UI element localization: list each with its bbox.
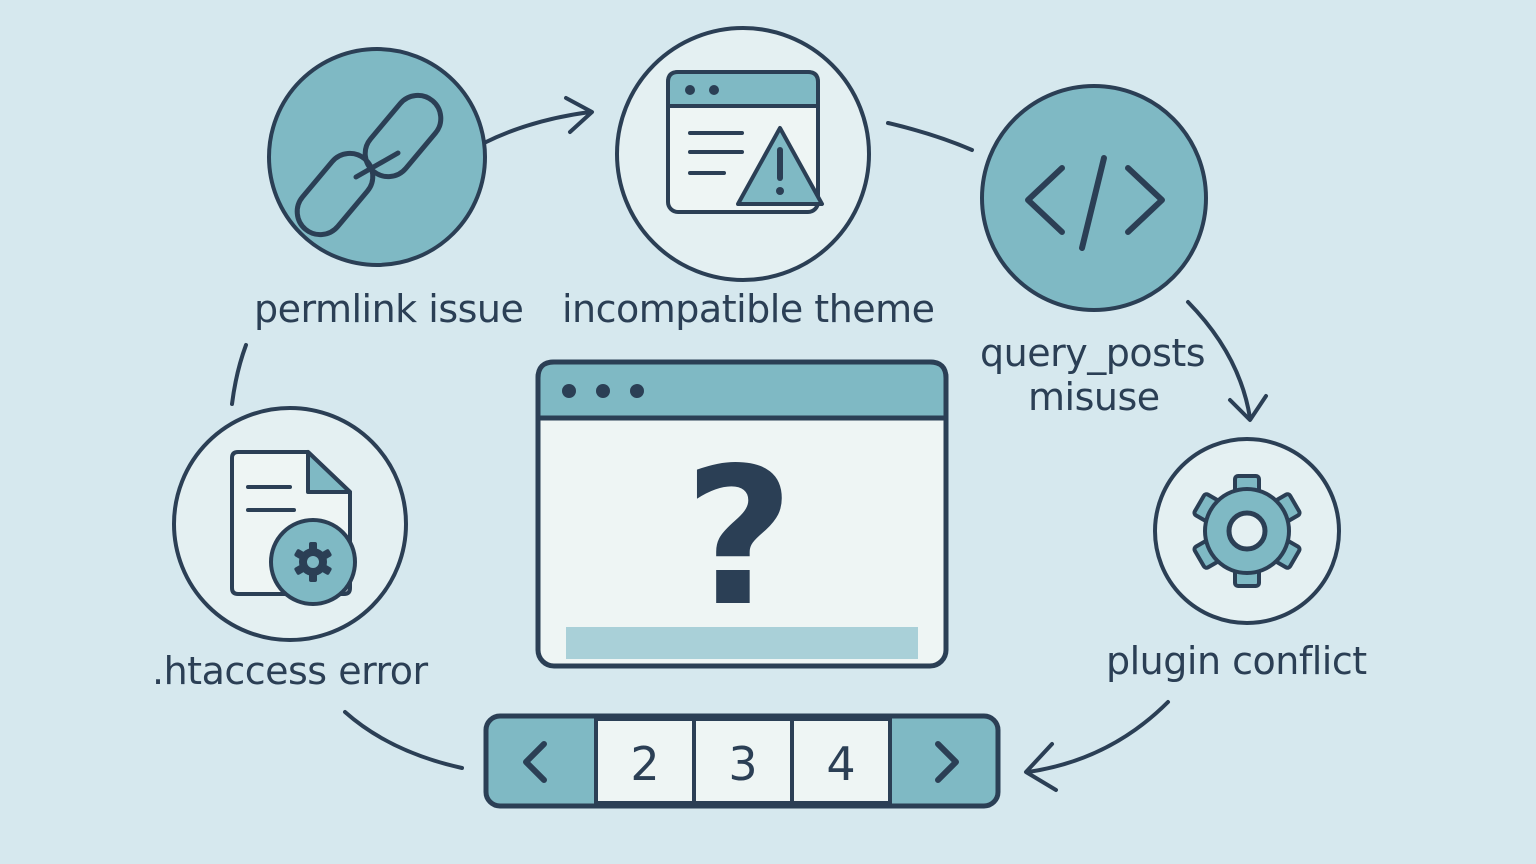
- node-permalink: [267, 47, 487, 267]
- connector-theme-to-query: [886, 121, 974, 152]
- window-dot-icon: [630, 384, 644, 398]
- window-footer-bar: [566, 627, 918, 659]
- arrowhead-plugin-to-pagination: [1024, 742, 1058, 792]
- link-icon: [294, 92, 444, 238]
- window-dot-icon: [596, 384, 610, 398]
- connector-htaccess-to-permalink: [230, 343, 248, 406]
- node-htaccess: [172, 406, 408, 642]
- label-permalink-issue: permlink issue: [254, 287, 524, 331]
- pagination: 2 3 4: [483, 713, 1001, 809]
- prev-page-button[interactable]: [523, 741, 547, 783]
- arrowhead-permalink-to-theme: [564, 96, 594, 134]
- arrowhead-query-to-plugin: [1228, 394, 1268, 422]
- label-plugin-conflict: plugin conflict: [1106, 639, 1367, 683]
- label-misuse: misuse: [1028, 375, 1160, 419]
- browser-warning-icon: [666, 70, 824, 214]
- label-query-posts: query_posts: [980, 331, 1206, 375]
- connector-pagination-to-htaccess: [343, 710, 464, 770]
- window-dot-icon: [562, 384, 576, 398]
- arrow-plugin-to-pagination: [1026, 700, 1170, 774]
- code-icon: [1025, 155, 1165, 251]
- file-gear-icon: [230, 450, 357, 606]
- node-plugin: [1153, 437, 1341, 625]
- page-label-3: 3: [728, 737, 757, 791]
- arrow-permalink-to-theme: [482, 110, 592, 145]
- gear-icon: [1192, 474, 1302, 588]
- page-label-4: 4: [826, 737, 855, 791]
- center-browser-window: ?: [535, 359, 949, 669]
- question-mark-icon: ?: [684, 427, 794, 648]
- label-htaccess-error: .htaccess error: [152, 649, 428, 693]
- arrow-query-to-plugin: [1186, 300, 1252, 420]
- node-theme: [615, 26, 871, 282]
- node-query-posts: [980, 84, 1208, 312]
- next-page-button[interactable]: [935, 741, 959, 783]
- label-incompatible-theme: incompatible theme: [562, 287, 935, 331]
- page-label-2: 2: [630, 737, 659, 791]
- page-button-4[interactable]: [790, 717, 892, 805]
